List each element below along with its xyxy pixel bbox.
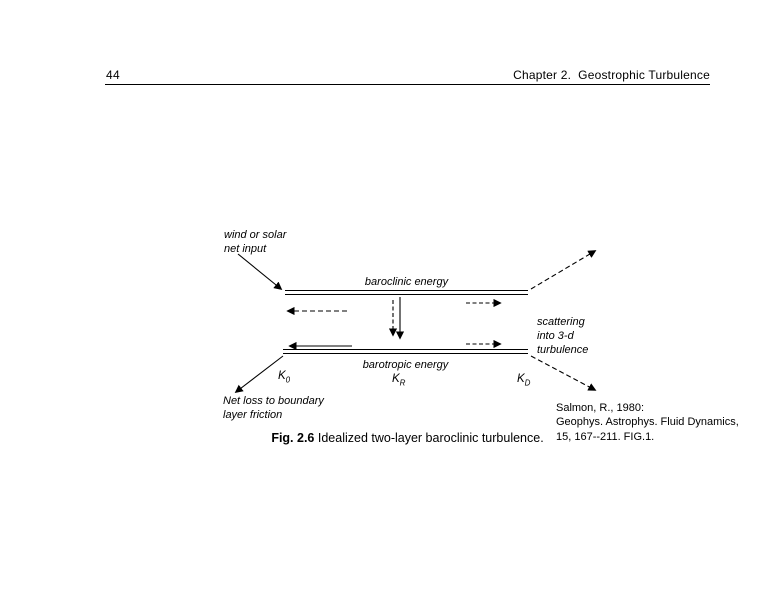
wavenumber-k0-label: K0 (278, 370, 290, 384)
figure-caption: Fig. 2.6 Idealized two-layer baroclinic … (105, 431, 710, 445)
baroclinic-energy-label: baroclinic energy (364, 276, 449, 288)
scattering-lower-arrow (530, 355, 597, 391)
kd-sub: D (524, 378, 531, 388)
figure-source-citation: Salmon, R., 1980: Geophys. Astrophys. Fl… (556, 402, 739, 443)
net-loss-label: Net loss to boundary layer friction (223, 395, 324, 421)
header-rule (105, 84, 710, 85)
wavenumber-kr-label: KR (392, 373, 405, 387)
boundary-friction-arrow (234, 355, 284, 394)
kr-sub: R (399, 378, 406, 388)
k0-base: K (278, 370, 286, 382)
figure-caption-label: Fig. 2.6 (271, 431, 315, 445)
kd-base: K (517, 373, 525, 385)
wind-input-arrow (237, 253, 283, 291)
k0-sub: 0 (285, 375, 291, 385)
wavenumber-kd-label: KD (517, 373, 530, 387)
kr-base: K (392, 373, 400, 385)
barotropic-energy-label: barotropic energy (362, 359, 449, 371)
figure-caption-text: Idealized two-layer baroclinic turbulenc… (314, 431, 544, 445)
chapter-header: Chapter 2. Geostrophic Turbulence (513, 68, 710, 82)
page-number: 44 (106, 68, 120, 82)
scattering-label: scattering into 3-d turbulence (537, 316, 589, 356)
scattering-upper-arrow (530, 250, 597, 290)
wind-input-label: wind or solar net input (224, 229, 287, 255)
